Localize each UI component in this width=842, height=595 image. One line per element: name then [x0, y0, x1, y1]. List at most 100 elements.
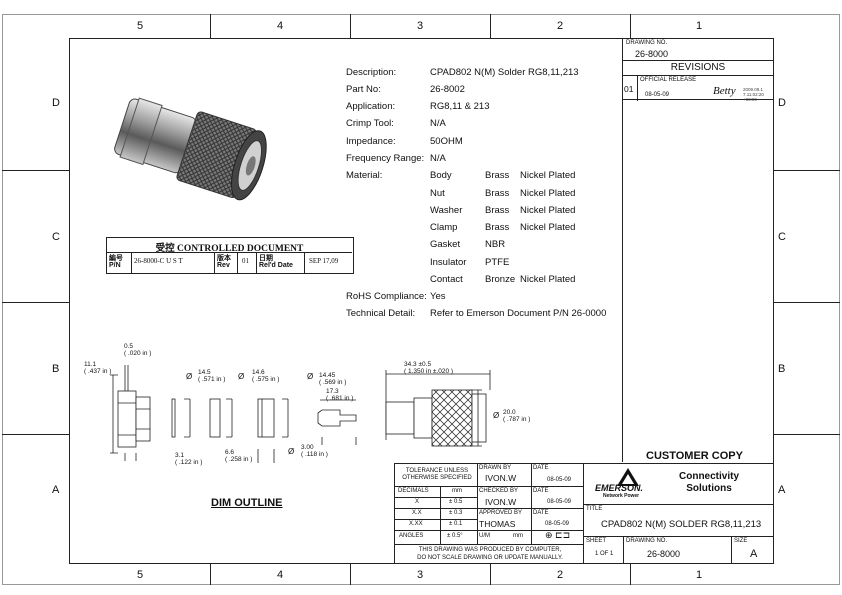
dim-14-6: 14.6 ( .575 in )	[252, 369, 280, 383]
pn-label-cn: 編号	[109, 255, 123, 262]
company-logo: EMERSON.	[595, 483, 644, 493]
zone-top-4: 4	[277, 20, 284, 32]
material-part: Body	[430, 170, 452, 181]
size-value: A	[750, 548, 758, 560]
controlled-title: 受控 CONTROLLED DOCUMENT	[155, 244, 304, 254]
material-metal: PTFE	[485, 257, 510, 268]
tol-value: ± 0.3	[449, 510, 463, 516]
dim-17-3: 17.3 ( .681 in )	[326, 388, 354, 402]
mm-label: mm	[452, 488, 462, 494]
signature-timestamp: 2009.09.1 7.11:02:20 +08:00	[743, 87, 764, 102]
company-sub: Network Power	[603, 493, 640, 499]
material-metal: Brass	[485, 205, 510, 216]
dim-dia-14-45-symbol: Ø	[307, 372, 314, 381]
frequency-value: N/A	[430, 153, 446, 164]
material-metal: NBR	[485, 239, 506, 250]
size-label: SIZE	[734, 538, 748, 544]
zone-left-d: D	[52, 97, 60, 109]
material-finish: Nickel Plated	[520, 170, 576, 181]
dim-dia-14-6-symbol: Ø	[238, 372, 245, 381]
dim-outline-label: DIM OUTLINE	[211, 497, 283, 509]
dim-3-1: 3.1 ( .122 in )	[175, 452, 203, 466]
date-label-2: DATE	[533, 488, 549, 494]
tol-value: ± 0.5°	[447, 533, 463, 539]
rev-drawing-no-label: DRAWING NO.	[626, 40, 668, 46]
impedance-value: 50OHM	[430, 136, 463, 147]
zone-left-b: B	[52, 363, 60, 375]
date-3: 08-05-09	[545, 521, 570, 527]
tb-drawing-no: 26-8000	[647, 549, 681, 559]
part-value: 26-8002	[430, 84, 465, 95]
material-metal: Brass	[485, 188, 510, 199]
tb-drawing-no-label: DRAWING NO.	[626, 538, 668, 544]
drawn-by-label: DRAWN BY	[479, 465, 512, 471]
customer-copy: CUSTOMER COPY	[646, 450, 743, 462]
application-value: RG8,11 & 213	[430, 101, 490, 112]
zone-right-a: A	[778, 484, 786, 496]
material-part: Insulator	[430, 257, 467, 268]
rev-date: 08-05-09	[645, 92, 670, 98]
date-label-3: DATE	[533, 510, 549, 516]
rohs-value: Yes	[430, 291, 446, 302]
date-value: SEP 17,09	[309, 257, 339, 265]
zone-bottom-2: 2	[557, 569, 564, 581]
zone-right-c: C	[778, 231, 786, 243]
frequency-label: Frequency Range:	[346, 153, 425, 164]
part-label: Part No:	[346, 84, 381, 95]
crimp-label: Crimp Tool:	[346, 118, 394, 129]
material-metal: Brass	[485, 170, 510, 181]
emerson-logo-icon	[617, 468, 639, 486]
signature: Betty	[713, 85, 736, 97]
tol-key: X	[415, 499, 420, 505]
dim-3-00: 3.00 ( .118 in )	[301, 444, 328, 458]
rev-label-cn: 版本	[217, 255, 231, 262]
tol-value: ± 0.1	[449, 521, 463, 527]
dim-dia-3-00-symbol: Ø	[288, 447, 295, 456]
dim-14-5: 14.5 ( .571 in )	[198, 369, 226, 383]
rev-drawing-no: 26-8000	[635, 49, 669, 59]
zone-top-1: 1	[696, 20, 703, 32]
tol-key: ANGLES	[399, 533, 424, 539]
material-part: Contact	[430, 274, 463, 285]
rev-value: 01	[242, 257, 249, 265]
material-finish: Nickel Plated	[520, 205, 576, 216]
official-release: OFFICIAL RELEASE	[640, 77, 697, 83]
controlled-document-stamp: 受控 CONTROLLED DOCUMENT 編号 P/N 26-8000-C …	[106, 237, 354, 274]
material-finish: Nickel Plated	[520, 222, 576, 233]
material-metal: Brass	[485, 222, 510, 233]
material-part: Clamp	[430, 222, 458, 233]
description-label: Description:	[346, 67, 397, 78]
application-label: Application:	[346, 101, 396, 112]
rohs-label: RoHS Compliance:	[346, 291, 427, 302]
drawn-by: IVON.W	[485, 473, 517, 483]
description-value: CPAD802 N(M) Solder RG8,11,213	[430, 67, 579, 78]
material-metal: Bronze	[485, 274, 516, 285]
zone-bottom-1: 1	[696, 569, 703, 581]
checked-by-label: CHECKED BY	[479, 488, 519, 494]
date-label-cn: 日期	[259, 255, 273, 262]
date-2: 08-05-09	[547, 499, 572, 505]
material-part: Washer	[430, 205, 463, 216]
company-name: Connectivity Solutions	[679, 471, 740, 494]
um-value: mm	[513, 533, 523, 539]
assembly-drawing	[385, 370, 491, 447]
zone-top-3: 3	[417, 20, 424, 32]
dim-6-6: 6.6 ( .258 in )	[225, 449, 253, 463]
material-part: Gasket	[430, 239, 461, 250]
sheet-value: 1 OF 1	[595, 551, 614, 557]
zone-right-d: D	[778, 97, 786, 109]
dim-34-3: 34.3 ±0.5 ( 1.350 in ±.020 )	[404, 361, 454, 375]
zone-bottom-4: 4	[277, 569, 284, 581]
material-part: Nut	[430, 188, 445, 199]
tol-value: ± 0.5	[449, 499, 463, 505]
technical-value: Refer to Emerson Document P/N 26-0000	[430, 308, 607, 319]
material-finish: Nickel Plated	[520, 188, 576, 199]
material-finish: Nickel Plated	[520, 274, 576, 285]
approved-by: THOMAS	[479, 519, 516, 529]
date-label-1: DATE	[533, 465, 549, 471]
material-label: Material:	[346, 170, 383, 181]
title-block: TOLERANCE UNLESS OTHERWISE SPECIFIED DEC…	[394, 463, 774, 564]
revisions-title: REVISIONS	[670, 62, 726, 73]
crimp-value: N/A	[430, 118, 446, 129]
decimals-label: DECIMALS	[398, 488, 429, 494]
